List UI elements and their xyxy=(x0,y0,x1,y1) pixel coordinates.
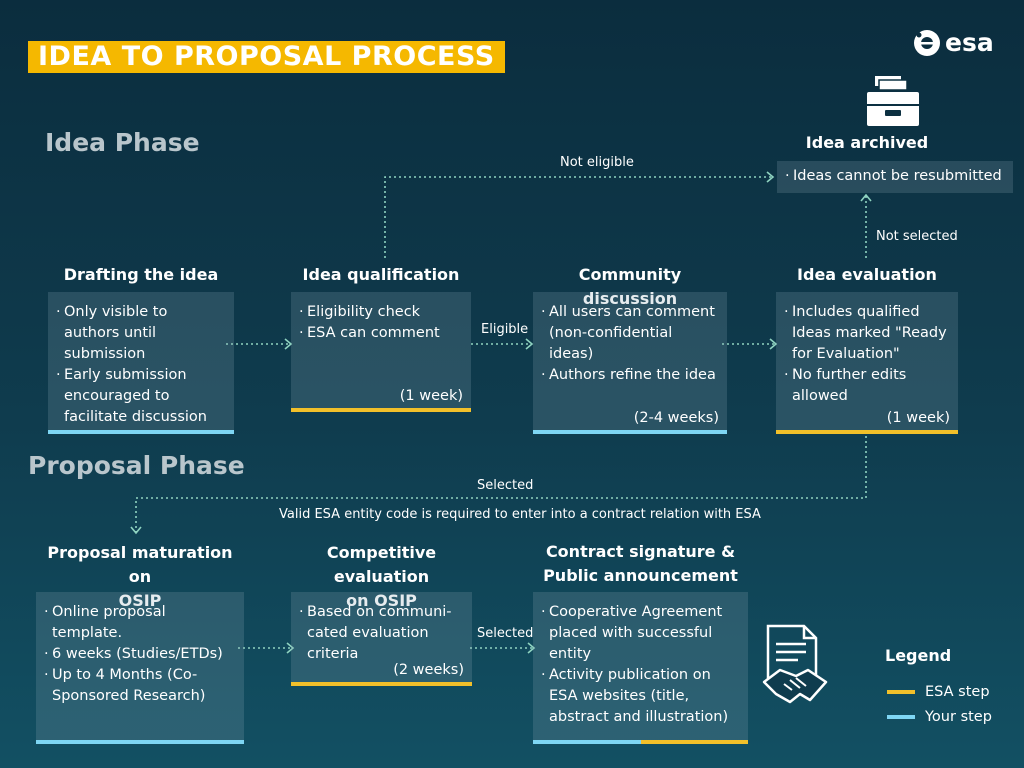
your-step-bar xyxy=(533,430,727,434)
your-step-bar xyxy=(48,430,234,434)
archived-title: Idea archived xyxy=(805,133,929,152)
your-step-swatch xyxy=(887,715,915,719)
legend-esa-label: ESA step xyxy=(925,684,990,700)
contract-handshake-icon xyxy=(762,624,828,704)
maturation-item: 6 weeks (Studies/ETDs) xyxy=(44,644,236,665)
drafting-box: Only visible to authors until submission… xyxy=(48,292,234,434)
contract-item: Activity publication on ESA websites (ti… xyxy=(541,665,740,728)
qualification-duration: (1 week) xyxy=(399,388,463,404)
evaluation-duration: (1 week) xyxy=(886,410,950,426)
arrow-not-eligible xyxy=(384,176,772,258)
maturation-title-line: Proposal maturation on xyxy=(47,543,233,586)
qualification-item: ESA can comment xyxy=(299,323,463,344)
discussion-duration: (2-4 weeks) xyxy=(633,410,719,426)
esa-logo: esa xyxy=(913,28,994,57)
label-entity-note: Valid ESA entity code is required to ent… xyxy=(279,507,761,522)
label-selected: Selected xyxy=(477,478,534,493)
page-title: IDEA TO PROPOSAL PROCESS xyxy=(28,41,505,73)
esa-step-bar xyxy=(776,430,958,434)
contract-title-line: Public announcement xyxy=(543,566,738,585)
legend-your-step: Your step xyxy=(887,709,992,725)
evaluation-title: Idea evaluation xyxy=(797,265,937,284)
discussion-item: All users can comment (non-confidential … xyxy=(541,302,719,365)
competitive-item: Based on communi-cated evaluation criter… xyxy=(299,602,464,665)
archived-box: Ideas cannot be resubmitted xyxy=(777,161,1013,193)
maturation-item: Up to 4 Months (Co-Sponsored Research) xyxy=(44,665,236,707)
drafting-item: Only visible to authors until submission xyxy=(56,302,226,365)
proposal-phase-heading: Proposal Phase xyxy=(28,451,245,480)
legend-title: Legend xyxy=(885,646,952,665)
contract-box: Cooperative Agreement placed with succes… xyxy=(533,592,748,744)
legend-your-label: Your step xyxy=(925,709,992,725)
esa-step-bar xyxy=(291,682,472,686)
discussion-item: Authors refine the idea xyxy=(541,365,719,386)
discussion-box: All users can comment (non-confidential … xyxy=(533,292,727,434)
maturation-box: Online proposal template. 6 weeks (Studi… xyxy=(36,592,244,744)
qualification-title: Idea qualification xyxy=(302,265,460,284)
esa-step-bar xyxy=(291,408,471,412)
competitive-duration: (2 weeks) xyxy=(393,662,464,678)
evaluation-box: Includes qualified Ideas marked "Ready f… xyxy=(776,292,958,434)
drafting-title: Drafting the idea xyxy=(63,265,219,284)
arrow-selected xyxy=(135,436,867,532)
archived-item: Ideas cannot be resubmitted xyxy=(785,166,1005,187)
label-not-selected: Not selected xyxy=(876,229,958,244)
evaluation-item: Includes qualified Ideas marked "Ready f… xyxy=(784,302,950,365)
your-step-bar xyxy=(36,740,244,744)
competitive-title-line: Competitive evaluation xyxy=(326,543,437,586)
contract-title: Contract signature & Public announcement xyxy=(533,540,748,588)
label-not-eligible: Not eligible xyxy=(560,155,634,170)
esa-logo-text: esa xyxy=(945,28,994,57)
competitive-box: Based on communi-cated evaluation criter… xyxy=(291,592,472,686)
contract-item: Cooperative Agreement placed with succes… xyxy=(541,602,740,665)
your-step-bar xyxy=(533,740,641,744)
esa-logo-icon xyxy=(914,29,940,56)
contract-title-line: Contract signature & xyxy=(545,542,736,561)
label-eligible: Eligible xyxy=(481,322,529,337)
esa-step-bar xyxy=(640,740,748,744)
esa-step-swatch xyxy=(887,690,915,694)
evaluation-item: No further edits allowed xyxy=(784,365,950,407)
label-selected-2: Selected xyxy=(477,626,534,641)
legend-esa-step: ESA step xyxy=(887,684,990,700)
qualification-box: Eligibility check ESA can comment (1 wee… xyxy=(291,292,471,412)
maturation-item: Online proposal template. xyxy=(44,602,236,644)
archive-drawer-icon xyxy=(867,76,919,126)
idea-phase-heading: Idea Phase xyxy=(45,128,200,157)
drafting-item: Early submission encouraged to facilitat… xyxy=(56,365,226,428)
qualification-item: Eligibility check xyxy=(299,302,463,323)
